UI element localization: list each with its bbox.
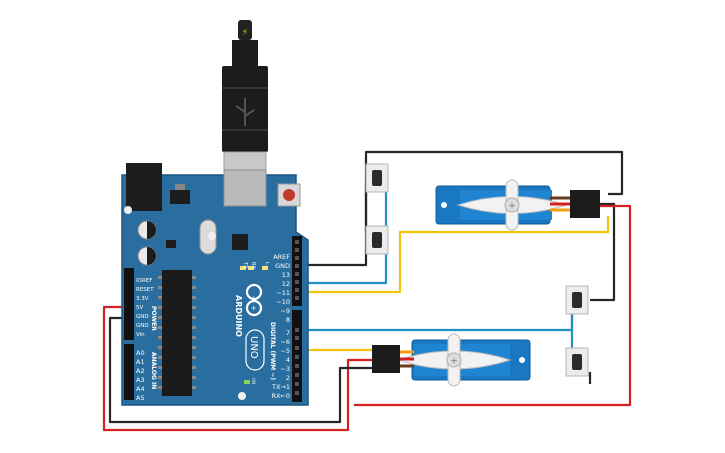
digital-header-label: DIGITAL (PWM ~) <box>269 322 276 380</box>
pin-label-a3: A3 <box>136 376 145 384</box>
pin-label-tx1: TX→1 <box>271 383 290 391</box>
svg-text:+: + <box>508 202 516 212</box>
pin-label-a2: A2 <box>136 367 145 375</box>
status-leds: TX RX L <box>240 261 270 270</box>
pin-label-gnd: GND <box>275 262 290 270</box>
microcontroller-chip <box>162 270 192 396</box>
servo-bottom[interactable]: + <box>372 333 531 387</box>
pin-label-11: ~11 <box>276 289 290 297</box>
servo-top[interactable]: + <box>435 179 600 231</box>
capacitor-1 <box>137 220 157 240</box>
pin-label-4: 4 <box>286 356 290 364</box>
pin-label-2: 2 <box>286 374 290 382</box>
usb-port <box>223 169 267 207</box>
pin-label-a0: A0 <box>136 349 145 357</box>
pin-label-7: 7 <box>286 329 290 337</box>
led-label-l: L <box>264 262 270 265</box>
wire-black-gnd[interactable] <box>108 316 372 424</box>
arduino-logo-icon: - + <box>245 283 263 317</box>
pin-label-aref: AREF <box>273 253 290 261</box>
uno-logo: UNO <box>245 329 265 371</box>
pin-label-13: 13 <box>282 271 290 279</box>
analog-pin-labels: A0 A1 A2 A3 A4 A5 <box>136 349 145 402</box>
pin-label-gnd-2: GND <box>136 323 149 329</box>
wire-yellow-pin11[interactable] <box>300 216 610 294</box>
digital-pin-labels: AREF GND 13 12 ~11 ~10 ~9 8 7 ~6 ~5 4 ~3… <box>271 253 290 400</box>
pin-label-gnd-1: GND <box>136 314 149 320</box>
pushbutton-4[interactable] <box>565 347 589 377</box>
crystal <box>199 219 217 255</box>
arduino-uno-board[interactable]: TX RX L - + ARDUINO UNO ON <box>121 163 309 406</box>
pin-label-5: ~5 <box>280 347 290 355</box>
pin-label-8: 8 <box>286 316 290 324</box>
pin-label-6: ~6 <box>280 338 290 346</box>
wire-blue-pin7[interactable] <box>300 313 574 332</box>
power-header-label: POWER <box>150 306 157 331</box>
pin-label-12: 12 <box>282 280 290 288</box>
pin-label-reset: RESET <box>136 287 154 293</box>
pushbutton-2[interactable] <box>365 225 389 255</box>
wires <box>102 150 632 432</box>
pin-label-5v: 5V <box>136 305 143 311</box>
pin-label-10: ~10 <box>276 298 290 306</box>
pin-label-rx0: RX←0 <box>271 392 290 400</box>
wire-red-5v[interactable] <box>102 305 372 432</box>
power-header <box>124 268 134 400</box>
usb-symbol-icon <box>235 98 255 126</box>
svg-text:⚡: ⚡ <box>242 28 248 38</box>
pin-label-a4: A4 <box>136 385 145 393</box>
led-label-rx: RX <box>250 262 256 269</box>
pin-label-ioref: IOREF <box>136 278 152 284</box>
pushbutton-1[interactable] <box>365 163 389 193</box>
pin-label-a5: A5 <box>136 394 145 402</box>
wire-red-servo-top[interactable] <box>354 204 632 407</box>
led-label-tx: TX <box>242 261 248 269</box>
pin-label-3v3: 3.3V <box>136 296 149 302</box>
pin-label-vin: Vin <box>136 332 145 338</box>
svg-text:+: + <box>250 305 258 311</box>
svg-text:+: + <box>450 357 458 367</box>
wire-black-pin13[interactable] <box>300 150 624 267</box>
wire-blue-pin12[interactable] <box>300 245 388 285</box>
pin-label-3: ~3 <box>280 365 290 373</box>
board-model-label: UNO <box>248 336 259 359</box>
wire-black-right[interactable] <box>590 202 616 302</box>
pushbutton-3[interactable] <box>565 285 589 315</box>
analog-header-label: ANALOG IN <box>150 352 157 389</box>
servo-bottom-horn-icon: + <box>396 333 512 387</box>
power-pin-labels: IOREF RESET 3.3V 5V GND GND Vin <box>136 278 154 338</box>
pin-label-a1: A1 <box>136 358 145 366</box>
power-jack <box>126 163 162 211</box>
board-brand-label: ARDUINO <box>234 295 243 337</box>
on-label: ON <box>251 378 256 384</box>
pin-label-9: ~9 <box>280 307 290 315</box>
svg-text:-: - <box>250 296 258 299</box>
digital-header <box>292 236 302 402</box>
capacitor-2 <box>137 246 157 266</box>
